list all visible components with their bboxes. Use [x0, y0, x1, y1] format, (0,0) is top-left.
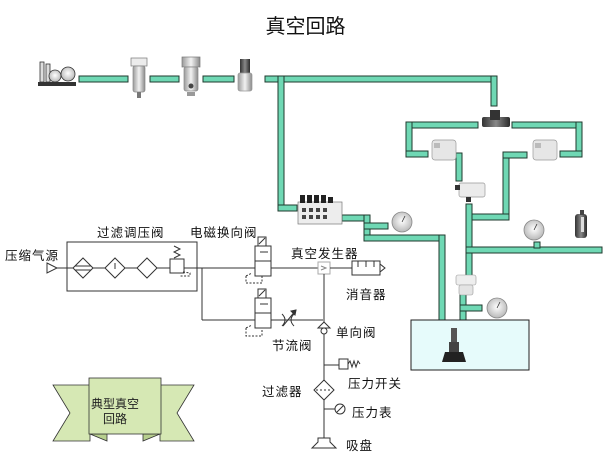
pipe-segment	[490, 75, 498, 107]
frl-filter-symbol	[72, 257, 94, 279]
compressor-icon	[38, 61, 76, 86]
solenoid-valve-icon	[455, 182, 486, 202]
pipe-segment	[533, 241, 541, 249]
vacuum-filter-icon	[455, 274, 477, 296]
pressure-sensor-icon	[575, 210, 587, 238]
label-silencer: 消音器	[346, 287, 387, 302]
vacuum-switch-icon	[431, 139, 457, 161]
pipe-segment	[277, 204, 298, 212]
label-vacuum-generator: 真空发生器	[291, 246, 359, 261]
label-check-valve: 单向阀	[336, 325, 377, 340]
pipe-segment	[202, 75, 235, 83]
title-banner	[52, 377, 195, 442]
label-suction-cup: 吸盘	[346, 438, 374, 453]
pipe-segment	[502, 151, 528, 159]
pipe-segment	[511, 121, 583, 129]
vacuum-switch-icon	[532, 139, 558, 161]
pressure-gauge-symbol	[324, 403, 346, 415]
pipe-segment	[405, 121, 479, 129]
pipe-segment	[438, 234, 446, 321]
label-throttle-valve: 节流阀	[272, 338, 313, 353]
air-source-symbol	[46, 262, 59, 274]
pipe-segment	[363, 222, 389, 230]
pressure-gauge-icon	[391, 211, 413, 233]
ejector-manifold-icon	[297, 195, 343, 225]
schematic	[46, 236, 386, 449]
regulator-icon	[237, 59, 253, 92]
frl-lubricator-symbol	[136, 257, 158, 279]
pipe-segment	[459, 304, 483, 312]
vacuum-generator-symbol	[317, 261, 331, 275]
frl-regulator-symbol	[169, 258, 185, 274]
pressure-gauge-icon	[486, 297, 508, 319]
label-filter: 过滤器	[262, 384, 303, 399]
solenoid-valve-symbol	[245, 288, 272, 337]
pipe-segment	[149, 75, 180, 83]
pressure-gauge-icon	[523, 219, 545, 241]
page-title: 真空回路	[265, 14, 346, 38]
pipe-segment	[363, 234, 446, 242]
tee-fitting-icon	[482, 110, 510, 127]
solenoid-valve-symbol	[245, 236, 272, 284]
label-pressure-gauge: 压力表	[352, 405, 393, 420]
air-filter-icon	[130, 57, 148, 98]
pipe-segment	[455, 152, 463, 182]
pipe-segment	[78, 75, 129, 83]
pipe-segment	[277, 75, 285, 212]
pipe-segment	[502, 151, 510, 221]
label-frl: 过滤调压阀	[97, 225, 165, 240]
throttle-valve-symbol	[281, 309, 297, 327]
pressure-switch-symbol	[324, 358, 361, 370]
label-pressure-switch: 压力开关	[348, 376, 403, 391]
mist-separator-icon	[181, 56, 201, 96]
silencer-symbol	[351, 260, 386, 276]
pipe-segment	[559, 150, 583, 158]
banner-text: 典型真空 回路	[85, 397, 145, 427]
label-air-source: 压缩气源	[5, 248, 60, 263]
banner-line-1: 典型真空	[90, 397, 139, 411]
suction-pad-icon	[442, 328, 466, 362]
pipe-segment	[405, 150, 429, 158]
banner-line-2: 回路	[102, 412, 127, 426]
suction-cup-symbol	[310, 437, 338, 449]
label-solenoid-valve: 电磁换向阀	[190, 225, 258, 240]
check-valve-symbol	[316, 321, 332, 335]
workpiece-chamber	[410, 319, 530, 371]
pipe-segment	[264, 75, 498, 83]
pipe-segment	[465, 203, 473, 277]
